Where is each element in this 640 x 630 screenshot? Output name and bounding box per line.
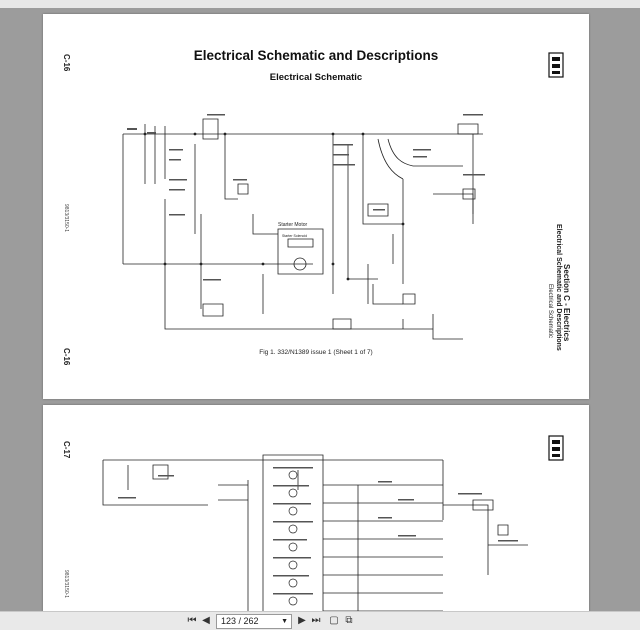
top-bar	[0, 0, 640, 8]
starter-solenoid-label: Starter Solenoid	[282, 234, 307, 238]
section-subtitle-2: Electrical Schematic	[547, 284, 553, 339]
document-code: 9813/3150-1	[63, 204, 69, 233]
page-title: Electrical Schematic and Descriptions	[193, 48, 439, 63]
page-number-value: 123 / 262	[221, 616, 259, 626]
page-subtitle: Electrical Schematic	[269, 72, 363, 83]
fit-page-icon[interactable]: ▢	[329, 615, 339, 626]
first-page-icon[interactable]: ⏮	[187, 615, 197, 626]
next-page-icon[interactable]: ▶	[298, 615, 306, 626]
page-navigation-toolbar: ⏮ ◀ 123 / 262 ▼ ▶ ⏭ ▢ ⧉	[0, 611, 640, 630]
page-number-top: C-17	[62, 441, 71, 459]
two-page-icon[interactable]: ⧉	[345, 615, 353, 626]
section-title: Section C - Electrics	[562, 264, 571, 342]
starter-motor-label: Starter Motor	[278, 222, 308, 228]
jcb-logo	[548, 52, 564, 78]
jcb-logo	[548, 435, 564, 461]
previous-page-icon[interactable]: ◀	[202, 615, 210, 626]
section-subtitle: Electrical Schematic and Descriptions	[555, 224, 562, 351]
page-number-select[interactable]: 123 / 262 ▼	[216, 614, 292, 629]
electrical-schematic-diagram: Starter Motor Starter Solenoid	[122, 114, 485, 340]
document-code: 9813/3150-1	[63, 570, 69, 599]
last-page-icon[interactable]: ⏭	[311, 615, 321, 626]
document-page: C-17 9813/3150-1	[43, 405, 589, 630]
electrical-schematic-diagram	[102, 454, 528, 630]
document-page: C-16 9813/3150-1 C-16 Electrical Schemat…	[43, 14, 589, 399]
figure-caption: Fig 1. 332/N1389 issue 1 (Sheet 1 of 7)	[259, 349, 373, 356]
chevron-down-icon: ▼	[281, 618, 288, 625]
